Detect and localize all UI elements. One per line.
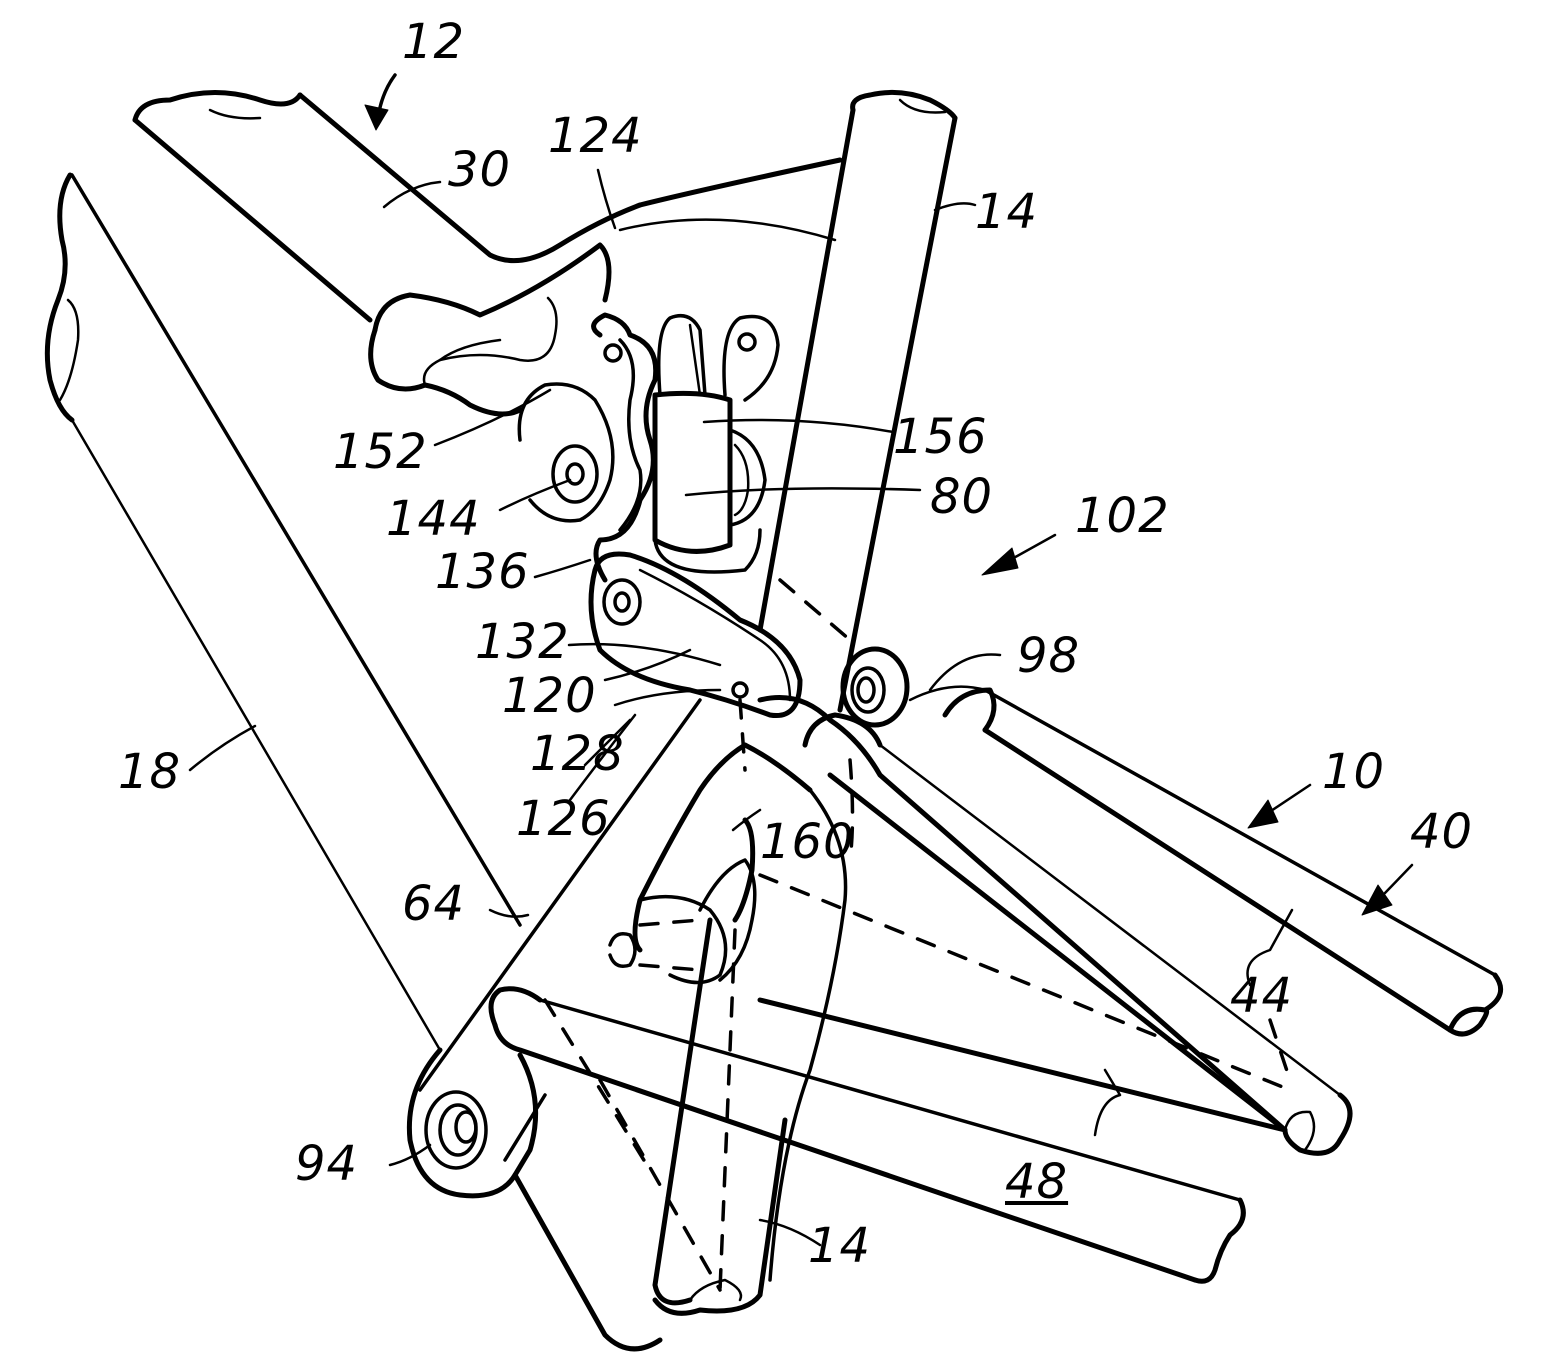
ref-152: 152 — [333, 424, 428, 480]
link-plate — [517, 312, 659, 583]
ref-94: 94 — [295, 1136, 359, 1192]
ref-40: 40 — [1410, 804, 1474, 860]
seat-tube-14-lower — [598, 917, 788, 1316]
down-tube-18 — [44, 172, 663, 1352]
ref-160: 160 — [760, 814, 855, 870]
ref-14-bottom: 14 — [808, 1218, 872, 1274]
ref-128: 128 — [530, 726, 625, 782]
ref-30: 30 — [448, 142, 512, 198]
ref-98: 98 — [1017, 628, 1081, 684]
ref-126: 126 — [516, 791, 611, 847]
pivot-98 — [778, 578, 910, 728]
ref-156: 156 — [893, 409, 988, 465]
ref-10: 10 — [1322, 744, 1386, 800]
tube-40 — [908, 685, 1504, 1037]
ref-44: 44 — [1230, 968, 1294, 1024]
ref-144: 144 — [386, 491, 481, 547]
shock-absorber-80 — [652, 314, 780, 574]
ref-18: 18 — [118, 744, 182, 800]
ref-12: 12 — [402, 14, 466, 70]
tube-48 — [488, 986, 1292, 1284]
seat-tube-14 — [757, 89, 958, 713]
ref-80: 80 — [930, 469, 994, 525]
ref-64: 64 — [402, 876, 466, 932]
top-bracket — [368, 242, 612, 417]
ref-136: 136 — [435, 544, 530, 600]
ref-132: 132 — [475, 614, 570, 670]
ref-102: 102 — [1075, 488, 1170, 544]
ref-48: 48 — [1005, 1154, 1069, 1210]
ref-14-top: 14 — [975, 184, 1039, 240]
ref-120: 120 — [502, 668, 597, 724]
lower-link-120 — [588, 551, 803, 719]
ref-124: 124 — [548, 108, 643, 164]
pivot-94 — [406, 1047, 547, 1199]
leader-lines — [188, 73, 1414, 1247]
top-tube-30 — [132, 90, 843, 323]
